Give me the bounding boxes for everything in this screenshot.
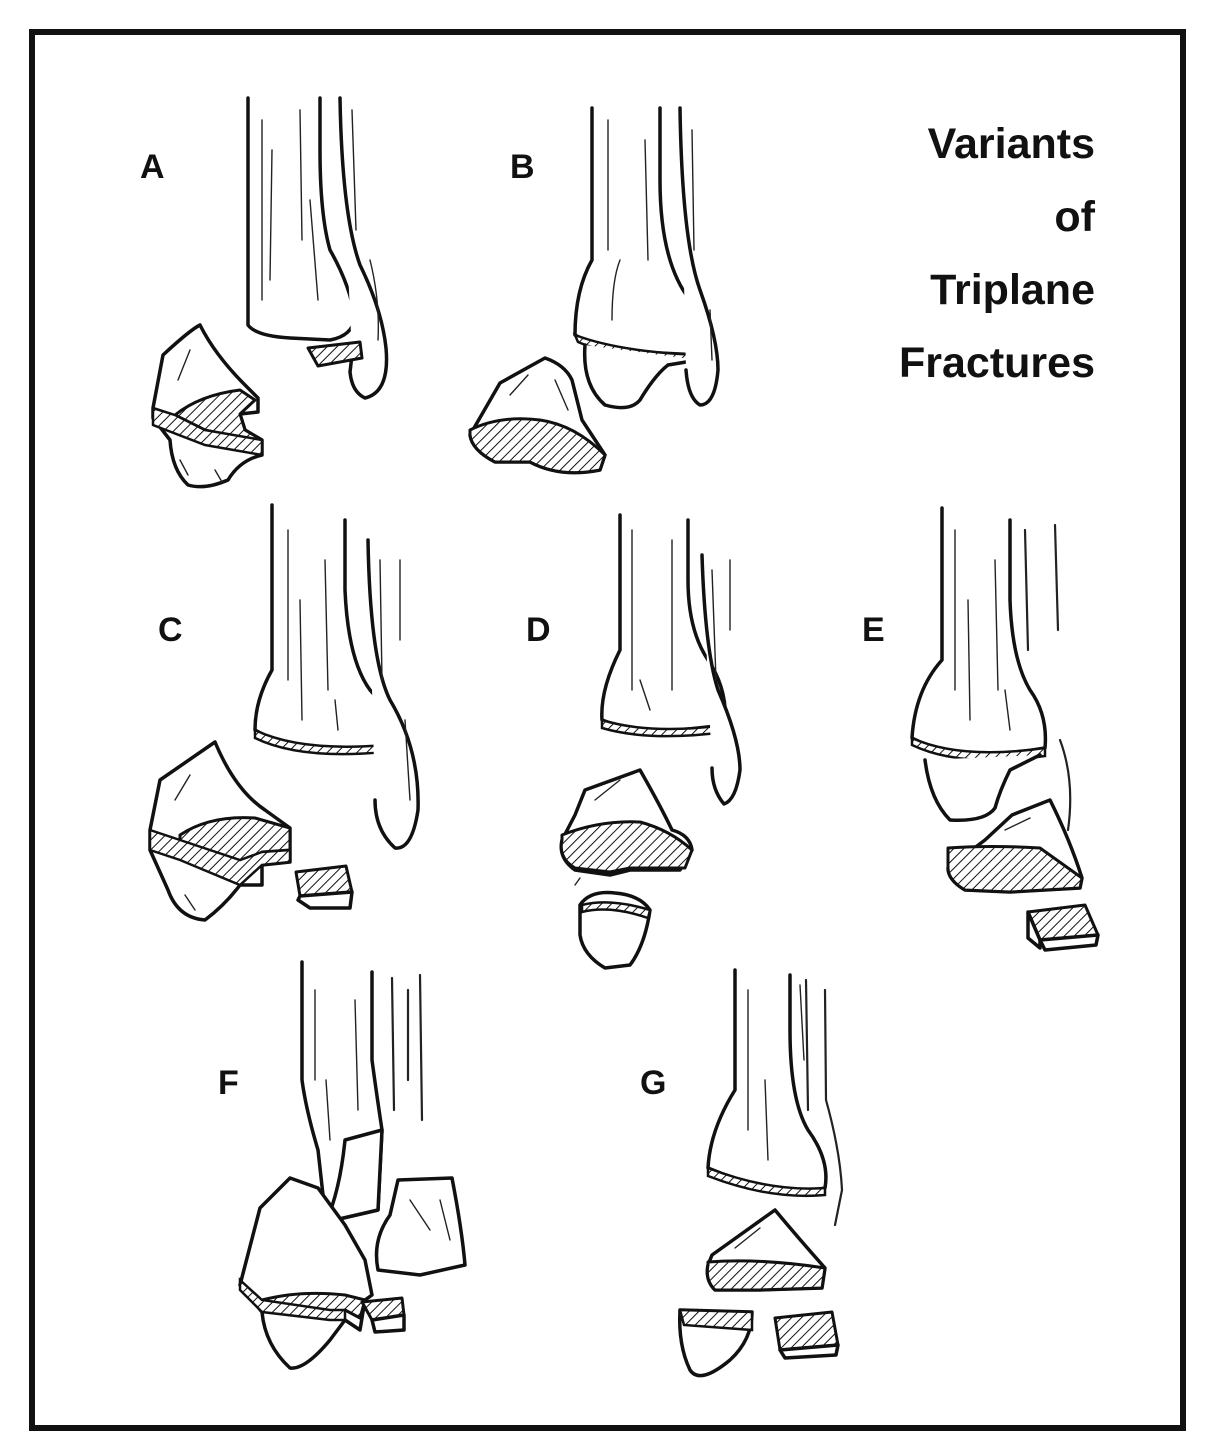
panel-label-a: A <box>140 148 165 186</box>
panel-label-e: E <box>862 611 885 649</box>
panel-label-c: C <box>158 611 183 649</box>
figure-title: Variants of Triplane Fractures <box>899 108 1095 400</box>
title-line-3: Triplane <box>930 266 1095 314</box>
panel-label-d: D <box>526 611 551 649</box>
panel-label-g: G <box>640 1064 667 1102</box>
panel-a-drawing <box>151 96 389 489</box>
panel-label-b: B <box>510 148 535 186</box>
title-line-2: of <box>1054 193 1095 241</box>
panel-d-drawing <box>559 513 742 970</box>
panel-f-drawing <box>238 960 467 1370</box>
panel-e-drawing <box>910 506 1100 952</box>
panel-label-f: F <box>218 1064 239 1102</box>
panel-c-drawing <box>148 503 420 922</box>
title-line-4: Fractures <box>899 339 1095 387</box>
title-line-1: Variants <box>927 120 1095 168</box>
panel-g-drawing <box>677 968 844 1378</box>
panel-b-drawing <box>468 106 720 475</box>
